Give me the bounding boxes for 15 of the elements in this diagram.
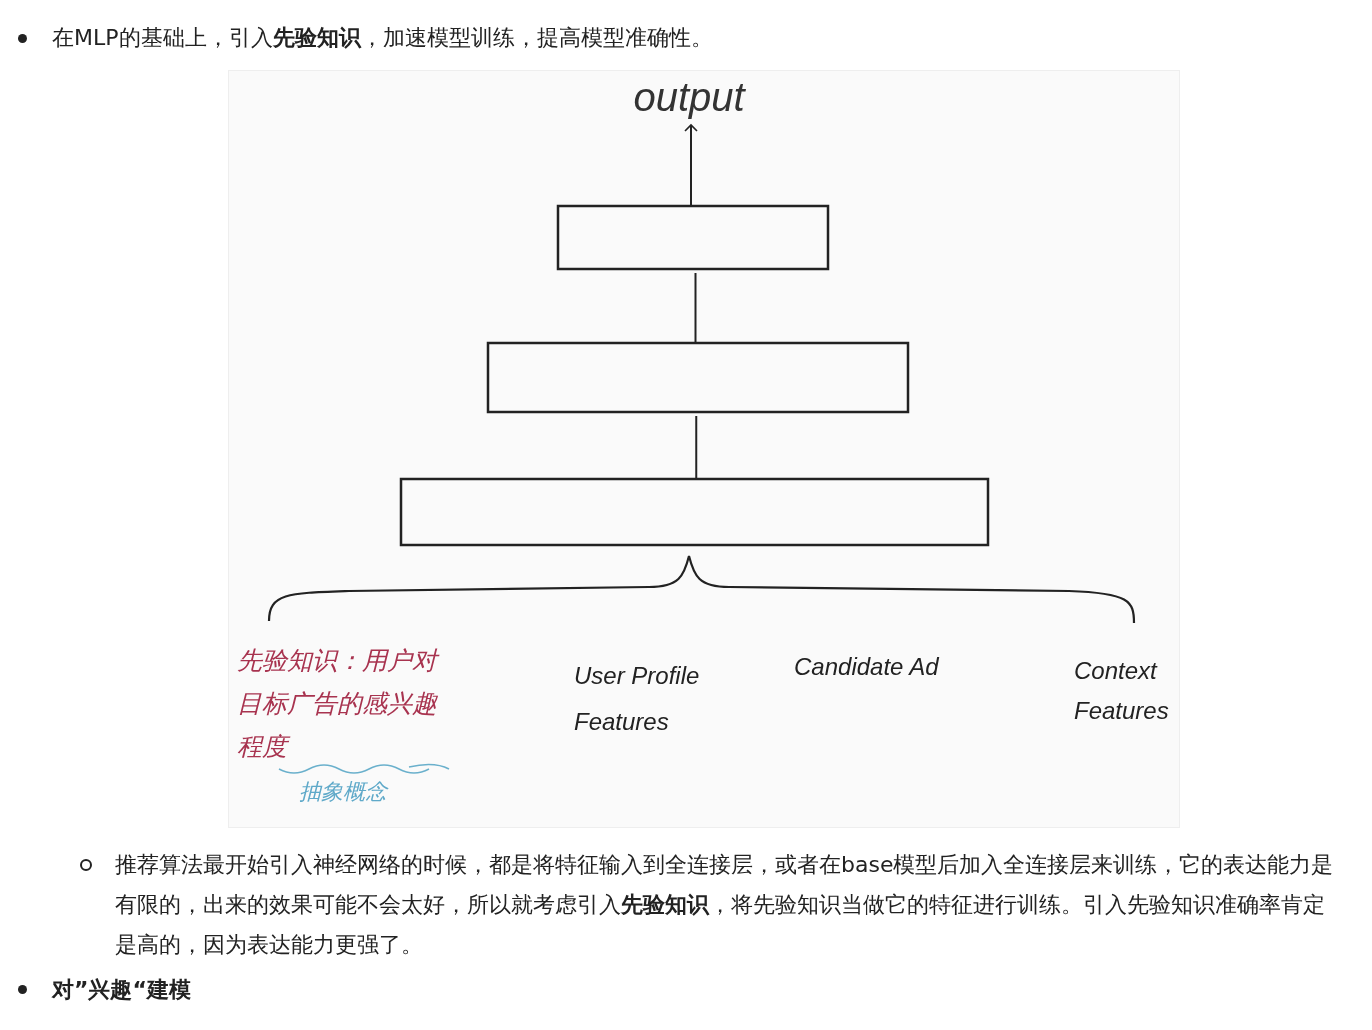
arrow [684, 124, 698, 207]
connector-line [694, 272, 697, 344]
layer-box [486, 341, 910, 414]
heading: 对”兴趣“建模 [52, 976, 191, 1004]
input-label: Candidate Ad [794, 653, 939, 681]
paragraph: 推荐算法最开始引入神经网络的时候，都是将特征输入到全连接层，或者在base模型后加入全连接层来训练，它的表达能力是有限的，出来的效果可能不会太好，所以就考虑引入先验知识，将先验知识当做它的特征进行训练。引入先验知识准确率肯定是高的，因为表达能力更强了。 [115, 851, 1335, 959]
paragraph: 在MLP的基础上，引入先验知识，加速模型训练，提高模型准确性。 [52, 24, 714, 52]
annotation-text: 先验知识：用户对目标广告的感兴趣程度 [237, 639, 447, 768]
layer-box [556, 204, 830, 271]
connector-line [695, 415, 698, 480]
annotation-text: 抽象概念 [299, 778, 387, 806]
layer-box [399, 477, 990, 547]
input-label: User Profile Features [574, 661, 701, 737]
handwritten-label: output [614, 73, 764, 121]
input-label: Context Features [1074, 656, 1170, 726]
